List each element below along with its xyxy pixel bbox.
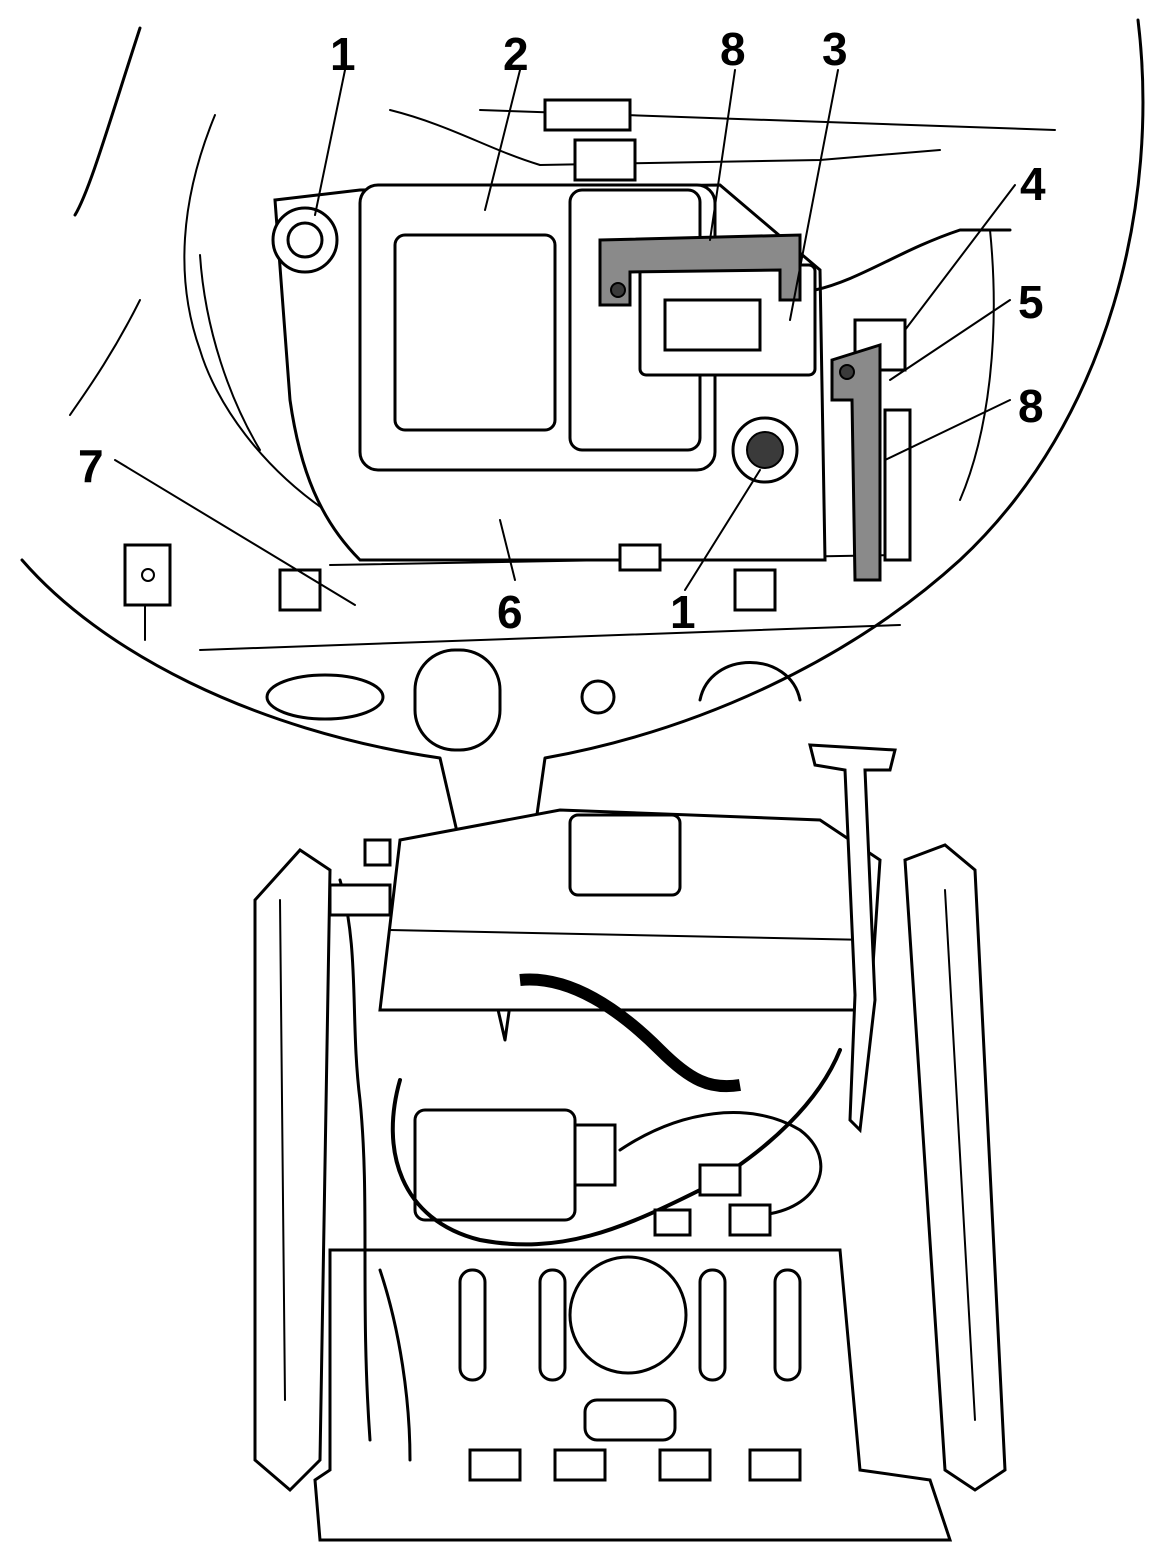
pan-front-slot-1 bbox=[468, 1448, 522, 1482]
seat-rail-left-teeth bbox=[279, 899, 286, 1401]
pan-front-slot-2 bbox=[553, 1448, 607, 1482]
pan-slot-4 bbox=[458, 1268, 487, 1382]
pan-slot-1 bbox=[538, 1268, 567, 1382]
callout-7: 7 bbox=[78, 440, 104, 492]
slot-u-left bbox=[413, 648, 502, 752]
control-unit-overview-plug bbox=[573, 1123, 617, 1187]
seat-rail-left bbox=[253, 848, 332, 1493]
callout-labels: 1 2 8 3 4 5 8 7 6 1 bbox=[78, 23, 1046, 638]
leader-1a bbox=[314, 69, 346, 216]
callout-4: 4 bbox=[1020, 158, 1046, 210]
control-unit-overview bbox=[413, 1108, 577, 1222]
connector-plug-body bbox=[663, 298, 762, 352]
leader-6 bbox=[499, 519, 516, 581]
frame-curve-left-outer bbox=[69, 299, 141, 416]
detail-magnifier: 1 2 8 3 4 5 8 7 6 1 bbox=[20, 18, 1145, 1042]
leader-4 bbox=[904, 184, 1016, 331]
leader-lines bbox=[114, 69, 1016, 606]
magnifier-outline bbox=[20, 18, 1145, 1042]
callout-8-right: 8 bbox=[1018, 380, 1044, 432]
pan-front-slot-4 bbox=[748, 1448, 802, 1482]
harness-connector-3 bbox=[653, 1208, 692, 1237]
top-bracket-tab bbox=[573, 138, 637, 182]
seat-rail-right bbox=[903, 843, 1007, 1492]
harness-connector-2 bbox=[728, 1203, 772, 1237]
wiring-bracket bbox=[123, 543, 172, 607]
callout-1-top: 1 bbox=[330, 28, 356, 80]
leader-2 bbox=[484, 69, 521, 211]
connector-cable bbox=[813, 228, 1012, 292]
callout-5: 5 bbox=[1018, 276, 1044, 328]
leader-8b bbox=[884, 399, 1011, 461]
pan-front-handle bbox=[583, 1398, 677, 1442]
callout-8-top: 8 bbox=[720, 23, 746, 75]
seat-rear-plate bbox=[378, 808, 882, 1012]
slot-u-right bbox=[698, 661, 802, 702]
left-connector-block bbox=[328, 883, 392, 917]
round-hole-center bbox=[580, 679, 616, 715]
locking-bar-upper-screw bbox=[610, 282, 626, 298]
slot-lower-left bbox=[278, 568, 322, 612]
adjust-lever-handle bbox=[808, 743, 897, 1134]
left-side-wiring-2 bbox=[378, 1268, 412, 1462]
left-side-wiring bbox=[338, 878, 372, 1442]
control-unit-inner bbox=[393, 233, 557, 432]
cable-sleeve bbox=[883, 408, 912, 562]
frame-top-rail bbox=[389, 109, 941, 166]
locking-bar-vertical-screw bbox=[839, 364, 855, 380]
frame-right-curve bbox=[959, 229, 995, 501]
leader-5 bbox=[889, 299, 1011, 381]
wiring-bracket-hole bbox=[141, 568, 155, 582]
leader-1b bbox=[684, 469, 761, 591]
callout-3: 3 bbox=[822, 23, 848, 75]
leader-8a bbox=[709, 69, 736, 241]
leader-3 bbox=[789, 69, 839, 321]
leader-7 bbox=[114, 459, 356, 606]
callout-2: 2 bbox=[503, 28, 529, 80]
slot-lower-right bbox=[733, 568, 777, 612]
harness-connector-1 bbox=[698, 1163, 742, 1197]
top-bracket bbox=[543, 98, 632, 132]
pan-front-slot-3 bbox=[658, 1448, 712, 1482]
wiring-harness-black-cable bbox=[519, 973, 741, 1093]
locking-bar-vertical bbox=[830, 342, 882, 582]
bolt-lower-head bbox=[746, 431, 784, 469]
motor-housing bbox=[568, 813, 682, 897]
pan-center-hole bbox=[568, 1255, 688, 1375]
frame-bottom-curve bbox=[199, 624, 901, 651]
pan-slot-2 bbox=[698, 1268, 727, 1382]
wiring-bracket-cable bbox=[144, 254, 261, 641]
magnifier-left-edge bbox=[73, 26, 142, 217]
oval-cutout-left bbox=[265, 673, 385, 721]
seat-rear-plate-fold bbox=[389, 929, 871, 941]
bolt-upper-left-head bbox=[286, 221, 324, 259]
frame-curve-left bbox=[183, 114, 341, 521]
wiring-harness-loop bbox=[618, 1111, 823, 1217]
callout-1-bottom: 1 bbox=[670, 586, 696, 638]
locking-bar-upper bbox=[598, 233, 802, 307]
slot-lower-mid bbox=[618, 543, 662, 572]
seat-frame-overview bbox=[253, 743, 1007, 1542]
pan-slot-3 bbox=[773, 1268, 802, 1382]
seat-rail-right-teeth bbox=[944, 889, 976, 1421]
wiring-harness-main bbox=[390, 1048, 842, 1247]
callout-6: 6 bbox=[497, 586, 523, 638]
left-connector-small bbox=[363, 838, 392, 867]
